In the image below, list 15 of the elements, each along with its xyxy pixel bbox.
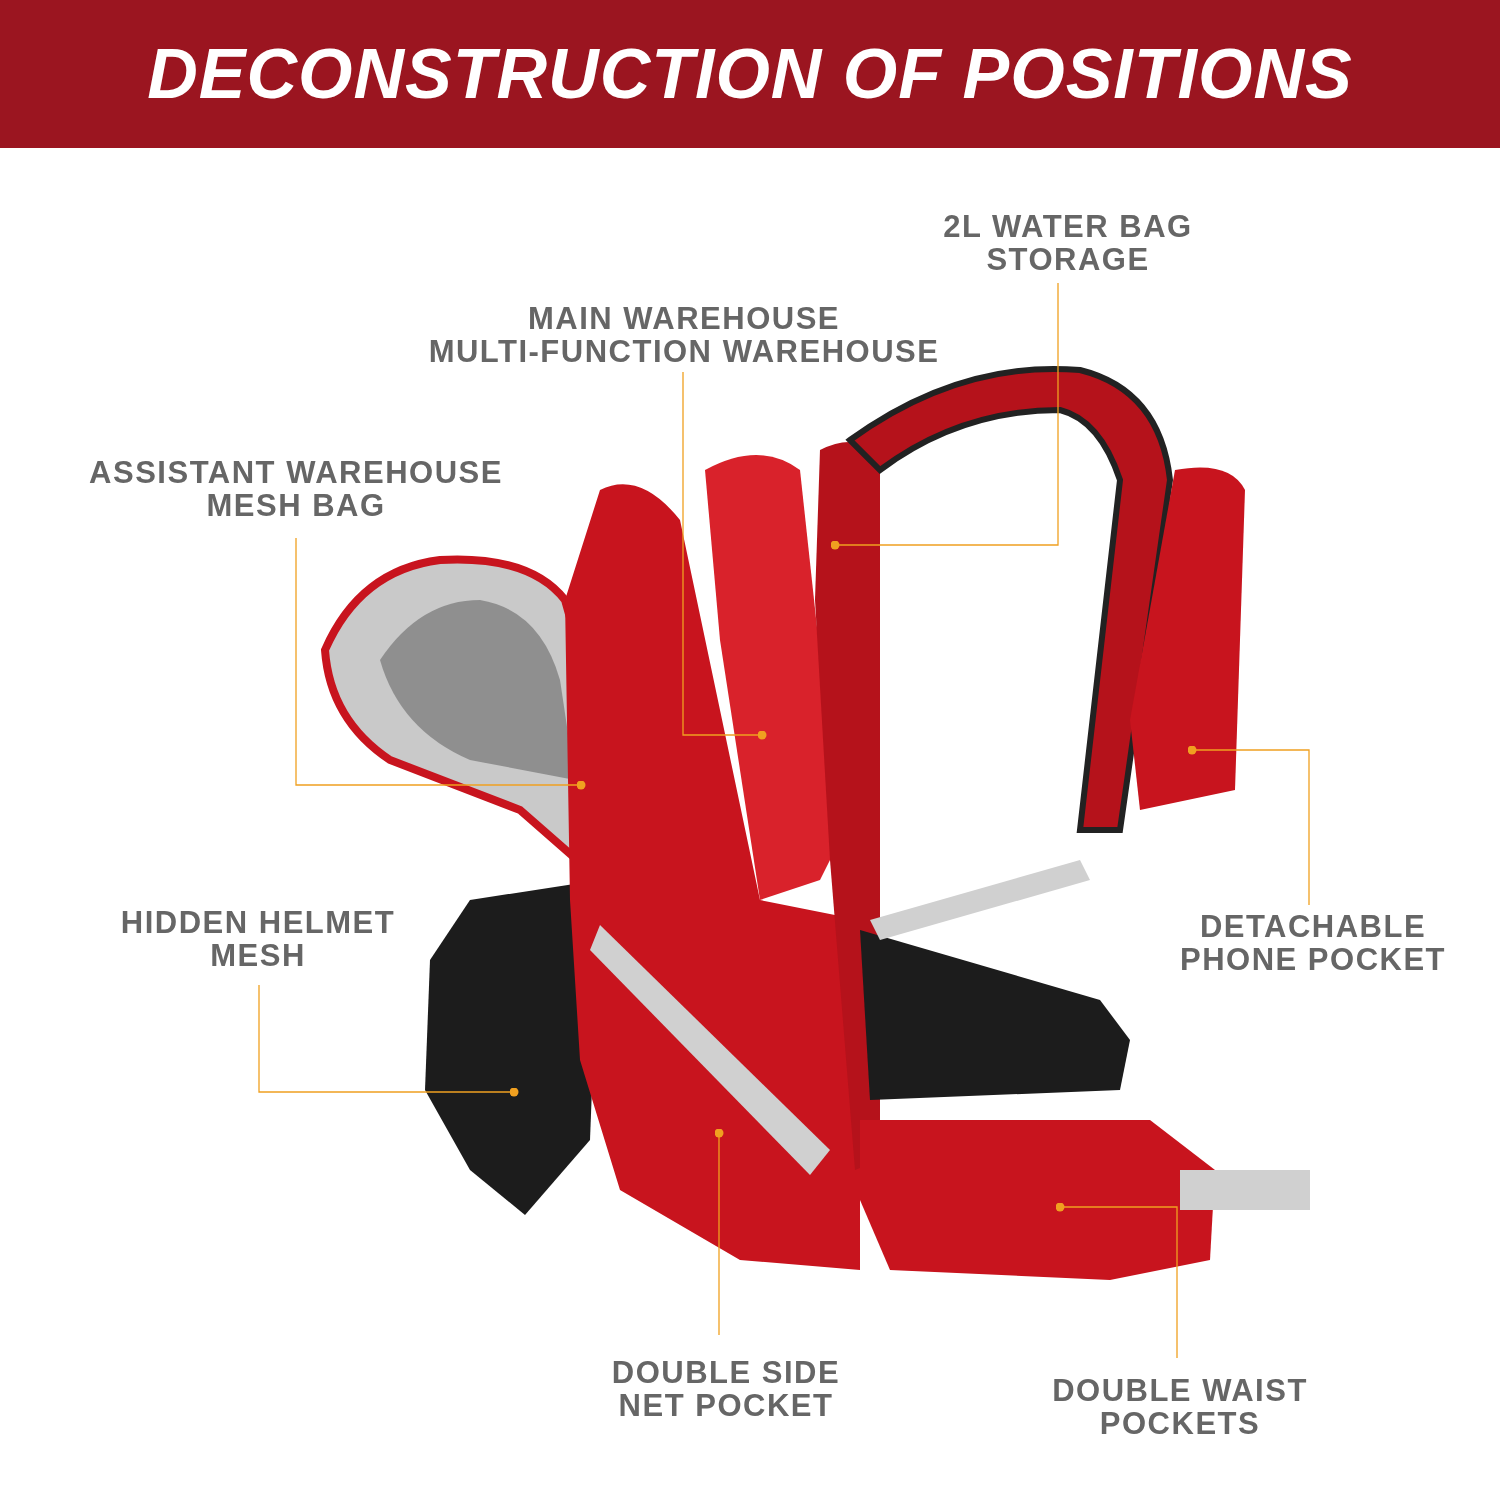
leader-line <box>830 282 1059 550</box>
callout-label: ASSISTANT WAREHOUSE MESH BAG <box>76 456 516 522</box>
callout-label: MAIN WAREHOUSE MULTI-FUNCTION WAREHOUSE <box>389 302 979 368</box>
callout-label: HIDDEN HELMET MESH <box>118 906 398 972</box>
callout-label: DETACHABLE PHONE POCKET <box>1163 910 1463 976</box>
leader-line <box>714 1128 724 1336</box>
callout-label: DOUBLE SIDE NET POCKET <box>596 1356 856 1422</box>
title-banner: DECONSTRUCTION OF POSITIONS <box>0 0 1500 148</box>
leader-line <box>258 984 519 1097</box>
callout-label: 2L WATER BAG STORAGE <box>918 210 1218 276</box>
callout-label: DOUBLE WAIST POCKETS <box>1030 1374 1330 1440</box>
leader-line <box>295 537 586 790</box>
leader-line <box>1187 745 1310 906</box>
leader-line <box>1055 1202 1178 1359</box>
leader-line <box>682 371 767 740</box>
